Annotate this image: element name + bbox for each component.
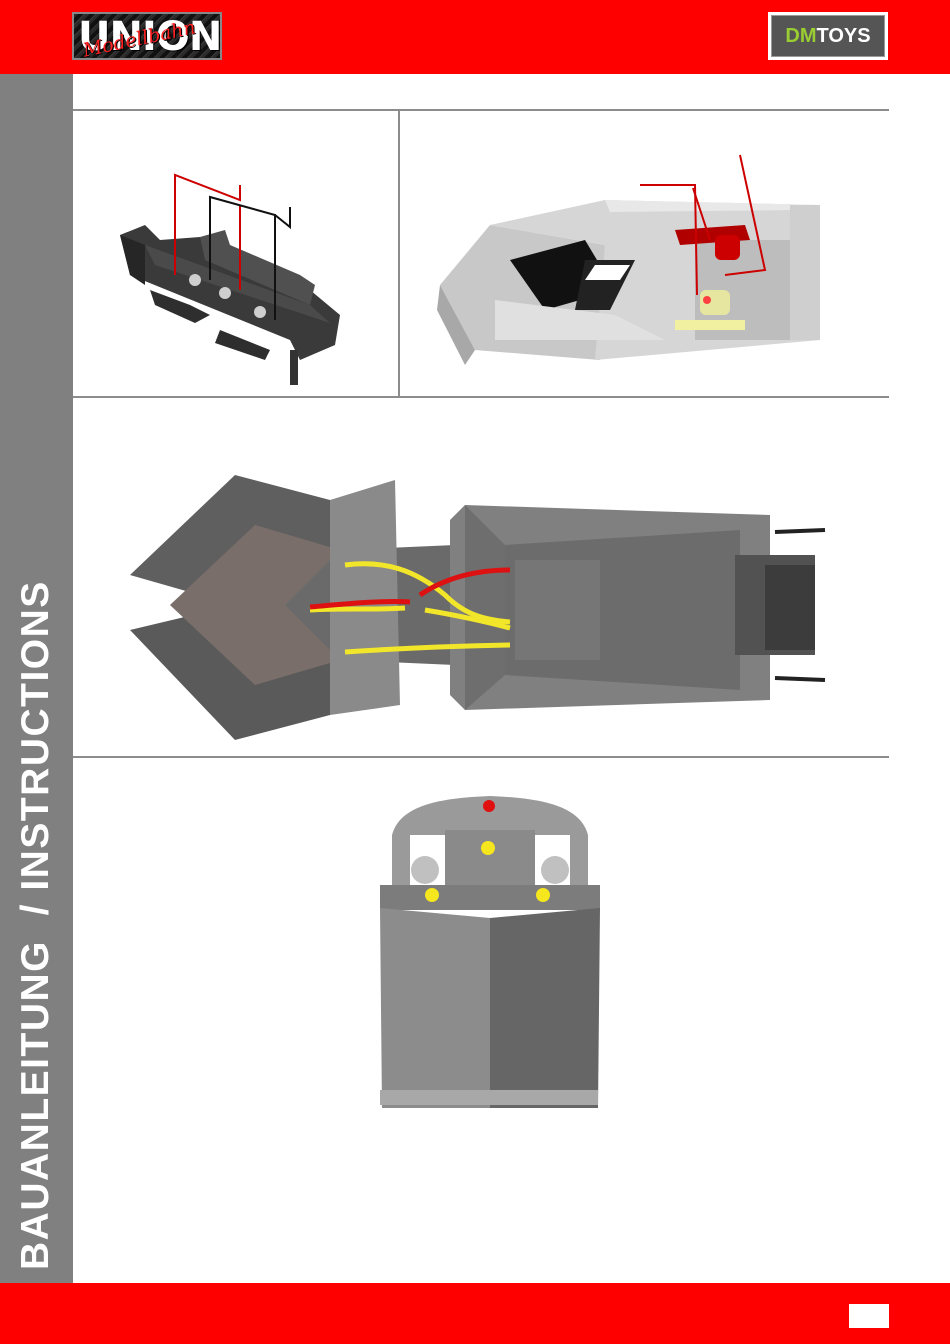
divider-vertical	[398, 110, 400, 397]
chassis-figure	[100, 165, 360, 390]
divider-lower	[73, 756, 889, 758]
front-view-figure	[370, 790, 610, 1110]
dmtoys-logo: DMTOYS	[768, 12, 888, 60]
page-footer	[0, 1283, 950, 1344]
union-modellbahn-logo: UNION Modellbahn	[72, 12, 222, 60]
page-number-box	[849, 1304, 889, 1328]
body-interior-figure	[435, 150, 830, 380]
locomotive-body-interior-illustration	[435, 150, 830, 380]
toys-text: TOYS	[817, 25, 871, 47]
dm-text: DM	[785, 25, 816, 47]
divider-top	[73, 109, 889, 111]
locomotive-front-view-illustration	[370, 790, 610, 1110]
locomotive-chassis-illustration	[100, 165, 360, 390]
sidebar-title: BAUANLEITUNG / INSTRUCTIONS	[14, 580, 58, 1270]
divider-middle	[73, 396, 889, 398]
wiring-diagram-illustration	[125, 470, 830, 745]
page-header: UNION Modellbahn DMTOYS	[0, 0, 950, 74]
wiring-figure	[125, 470, 830, 745]
dmtoys-logo-inner: DMTOYS	[771, 15, 885, 57]
